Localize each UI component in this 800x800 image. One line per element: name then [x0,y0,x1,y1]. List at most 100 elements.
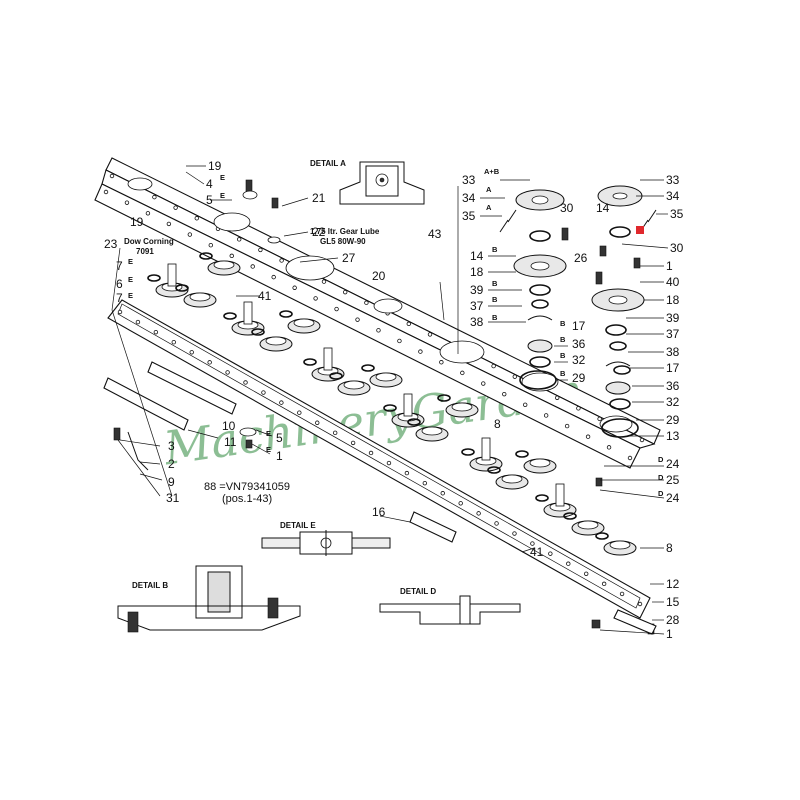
bolt-hole [512,374,517,379]
callout-35: 35 [462,209,476,223]
gear-train [147,252,637,556]
bolt-hole [350,440,356,446]
gear-shaft [243,301,253,325]
bolt-hole [404,470,410,476]
gear-hub [293,318,315,328]
bolt-hole [229,253,234,259]
bolt-hole [271,274,276,280]
bolt-hole [637,601,643,607]
callout-1: 1 [276,449,283,463]
bolt-hole [103,189,109,195]
bolt-hole [476,511,481,516]
callout-16: 16 [372,505,386,519]
callout-37: 37 [470,299,484,313]
o-ring [279,310,293,318]
bolt-hole [315,420,320,425]
bolt-hole [292,285,297,290]
callout-32: 32 [572,353,586,367]
bolt-hole [153,329,159,335]
callout-8: 8 [494,417,501,431]
callout-14: 14 [596,201,610,215]
callout-26: 26 [574,251,588,265]
o-ring [535,494,549,502]
bolt-hole [279,400,284,405]
callout-2: 2 [168,457,175,471]
callout-41: 41 [258,289,272,303]
callout-12: 12 [666,577,680,591]
gear-shaft [481,437,491,461]
callout-7: 7 [116,259,123,273]
hub-stack-left [513,189,567,390]
callout-22: 22 [312,225,326,239]
bolt-hole [321,279,327,284]
hub-stack-right [591,185,645,438]
bolt-hole [530,541,535,546]
o-ring [303,358,317,366]
bolt-hole [406,321,411,327]
callout-15: 15 [666,595,680,609]
tag-e: E [266,429,271,438]
callout-23: 23 [104,237,118,251]
detail-d: DETAIL D [379,587,521,625]
gear-shaft [323,347,333,371]
gear-hub [609,540,631,550]
tag-e: E [220,191,225,200]
callout-11: 11 [224,435,237,449]
o-ring [199,252,213,260]
bolt-hole [297,410,302,415]
bolt-hole [258,247,263,253]
bolt-hole [173,205,178,210]
o-ring [147,274,161,282]
callout-31: 31 [166,491,180,505]
gear-lube-note-1: 1,75 ltr. Gear Lube [310,227,380,236]
bolt-hole [543,413,549,418]
callout-38: 38 [666,345,680,359]
o-ring [383,404,397,412]
assembly-note-2: (pos.1-43) [222,493,272,505]
tag-b: B [492,245,498,254]
gear-shaft [555,483,565,507]
gear-lube-note-2: GL5 80W-90 [320,237,366,246]
gear-shaft [167,263,177,287]
tag-b: B [560,369,566,378]
bolt-hole [627,455,633,461]
detail-e: DETAIL E [261,521,391,556]
annotations: Dow Corning 7091 1,75 ltr. Gear Lube GL5… [124,227,380,505]
bolt-hole [368,450,374,456]
callout-38: 38 [470,315,484,329]
detail-e-label: DETAIL E [280,521,316,530]
tag-e: E [128,291,133,300]
letter-tags: E E E E E E E A+B A A B B B B B B B B D … [128,167,664,498]
bolt-hole [187,232,193,237]
detail-d-label: DETAIL D [400,587,436,596]
detail-a-label: DETAIL A [310,159,346,168]
bolt-hole [397,338,402,344]
callout-24: 24 [666,457,680,471]
callout-20: 20 [372,269,386,283]
o-ring [251,328,265,336]
bolt-hole [601,581,607,587]
callout-6: 6 [116,277,123,291]
gear-hub [529,458,551,468]
callout-28: 28 [666,613,680,627]
callout-39: 39 [470,283,484,297]
callout-18: 18 [470,265,484,279]
bolt-hole [189,350,194,355]
callout-8: 8 [666,541,673,555]
dow-corning-note-1: Dow Corning [124,237,174,246]
callout-33: 33 [666,173,680,187]
callout-numbers: 19 4 5 19 21 22 23 27 20 41 7 6 7 10 5 1… [104,159,684,641]
dow-corning-note-2: 7091 [136,247,154,256]
gear-hub [265,336,287,346]
tag-a-b: A+B [484,167,500,176]
bolt-hole [364,300,369,305]
bolt-hole [236,237,242,242]
callout-30: 30 [560,201,574,215]
callout-14: 14 [470,249,484,263]
callout-17: 17 [572,319,586,333]
o-ring [595,532,609,540]
bolt-hole [332,430,338,436]
o-ring [223,312,237,320]
callout-13: 13 [666,429,680,443]
